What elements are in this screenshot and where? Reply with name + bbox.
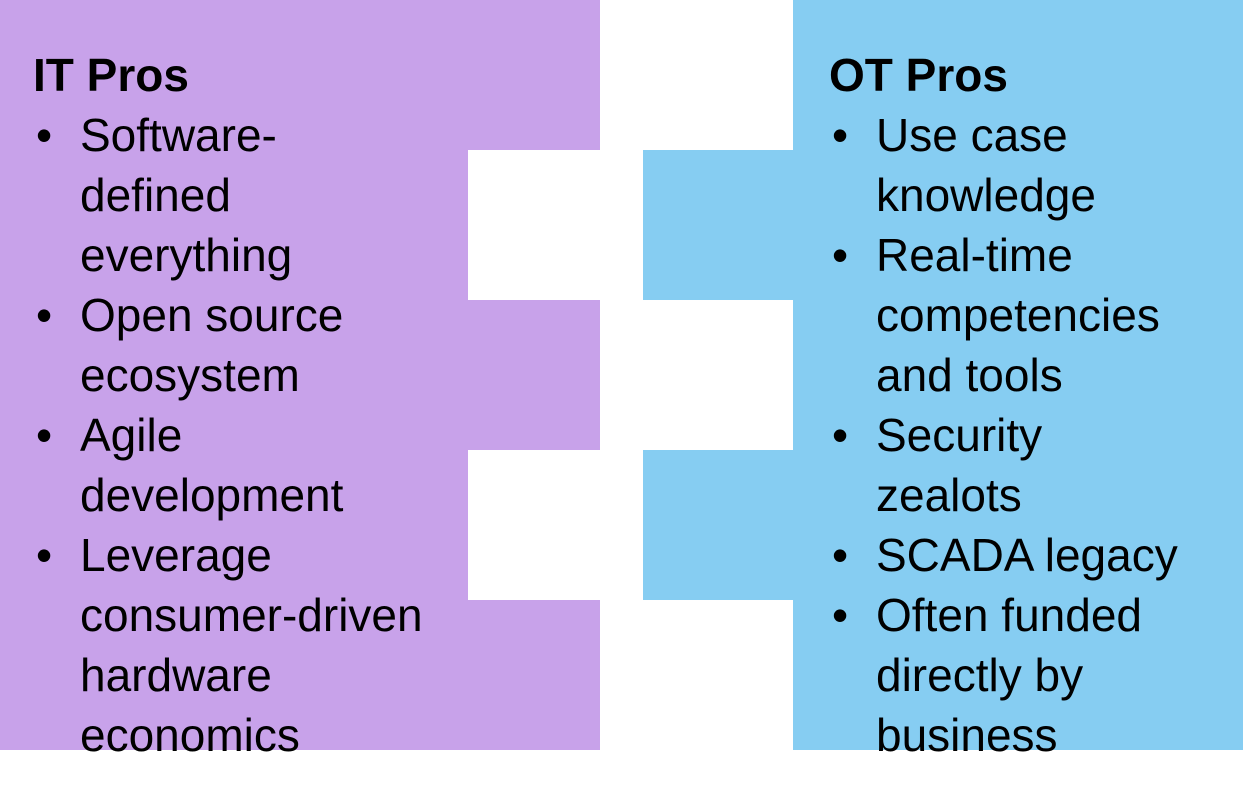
- ot-pros-item: • Often funded directly by business: [829, 585, 1178, 765]
- bullet-icon: •: [831, 109, 849, 161]
- it-puzzle-tab-1: [0, 300, 600, 450]
- it-pros-item-line: ecosystem: [80, 349, 300, 401]
- ot-puzzle-tab-2: [643, 450, 1243, 600]
- it-pros-item: • Software- defined everything: [33, 105, 423, 285]
- ot-puzzle-block-1: [793, 0, 1243, 150]
- it-pros-title: IT Pros: [33, 49, 189, 101]
- it-pros-item: • Leverage consumer-driven hardware econ…: [33, 525, 423, 765]
- ot-pros-item-line: business: [876, 709, 1058, 761]
- it-pros-item: • Open source ecosystem: [33, 285, 423, 405]
- ot-pros-item-line: Security: [876, 409, 1043, 461]
- it-pros-item-line: Open source: [80, 289, 344, 341]
- ot-pros-item: • Real-time competencies and tools: [829, 225, 1178, 405]
- ot-pros-item: • Security zealots: [829, 405, 1178, 525]
- ot-pros-item-line: Often funded: [876, 589, 1142, 641]
- bullet-icon: •: [831, 589, 849, 641]
- it-puzzle-tab-2: [0, 600, 600, 750]
- ot-pros-item-line: SCADA legacy: [876, 529, 1178, 581]
- it-pros-panel: IT Pros • Software- defined everything •…: [0, 0, 600, 761]
- bullet-icon: •: [35, 529, 53, 581]
- bullet-icon: •: [831, 409, 849, 461]
- it-pros-item-line: defined: [80, 169, 231, 221]
- ot-pros-item: • Use case knowledge: [829, 105, 1178, 225]
- it-pros-list: • Software- defined everything • Open so…: [33, 105, 423, 765]
- it-pros-item-line: development: [80, 469, 344, 521]
- it-puzzle-block-1: [0, 0, 600, 150]
- it-pros-item-line: economics: [80, 709, 300, 761]
- bullet-icon: •: [35, 109, 53, 161]
- bullet-icon: •: [831, 229, 849, 281]
- ot-pros-item-line: and tools: [876, 349, 1063, 401]
- bullet-icon: •: [831, 529, 849, 581]
- ot-pros-list: • Use case knowledge • Real-time compete…: [829, 105, 1178, 765]
- it-pros-item-line: Leverage: [80, 529, 272, 581]
- it-pros-item-line: Software-: [80, 109, 277, 161]
- ot-puzzle-tab-1: [643, 150, 1243, 300]
- bullet-icon: •: [35, 409, 53, 461]
- it-puzzle-block-3: [0, 450, 468, 600]
- ot-pros-item: • SCADA legacy: [829, 525, 1178, 585]
- ot-pros-title: OT Pros: [829, 49, 1008, 101]
- it-puzzle-block-2: [0, 150, 468, 300]
- ot-pros-item-line: competencies: [876, 289, 1160, 341]
- ot-pros-item-line: zealots: [876, 469, 1022, 521]
- it-pros-item-line: everything: [80, 229, 293, 281]
- ot-pros-item-line: directly by: [876, 649, 1084, 701]
- it-pros-item-line: hardware: [80, 649, 272, 701]
- ot-pros-item-line: knowledge: [876, 169, 1096, 221]
- bullet-icon: •: [35, 289, 53, 341]
- it-pros-item: • Agile development: [33, 405, 423, 525]
- ot-pros-panel: OT Pros • Use case knowledge • Real-time…: [793, 0, 1243, 761]
- ot-puzzle-block-2: [793, 300, 1243, 450]
- it-pros-item-line: Agile: [80, 409, 183, 461]
- ot-puzzle-block-3: [793, 600, 1243, 750]
- ot-pros-item-line: Use case: [876, 109, 1068, 161]
- ot-pros-item-line: Real-time: [876, 229, 1073, 281]
- it-pros-item-line: consumer-driven: [80, 589, 423, 641]
